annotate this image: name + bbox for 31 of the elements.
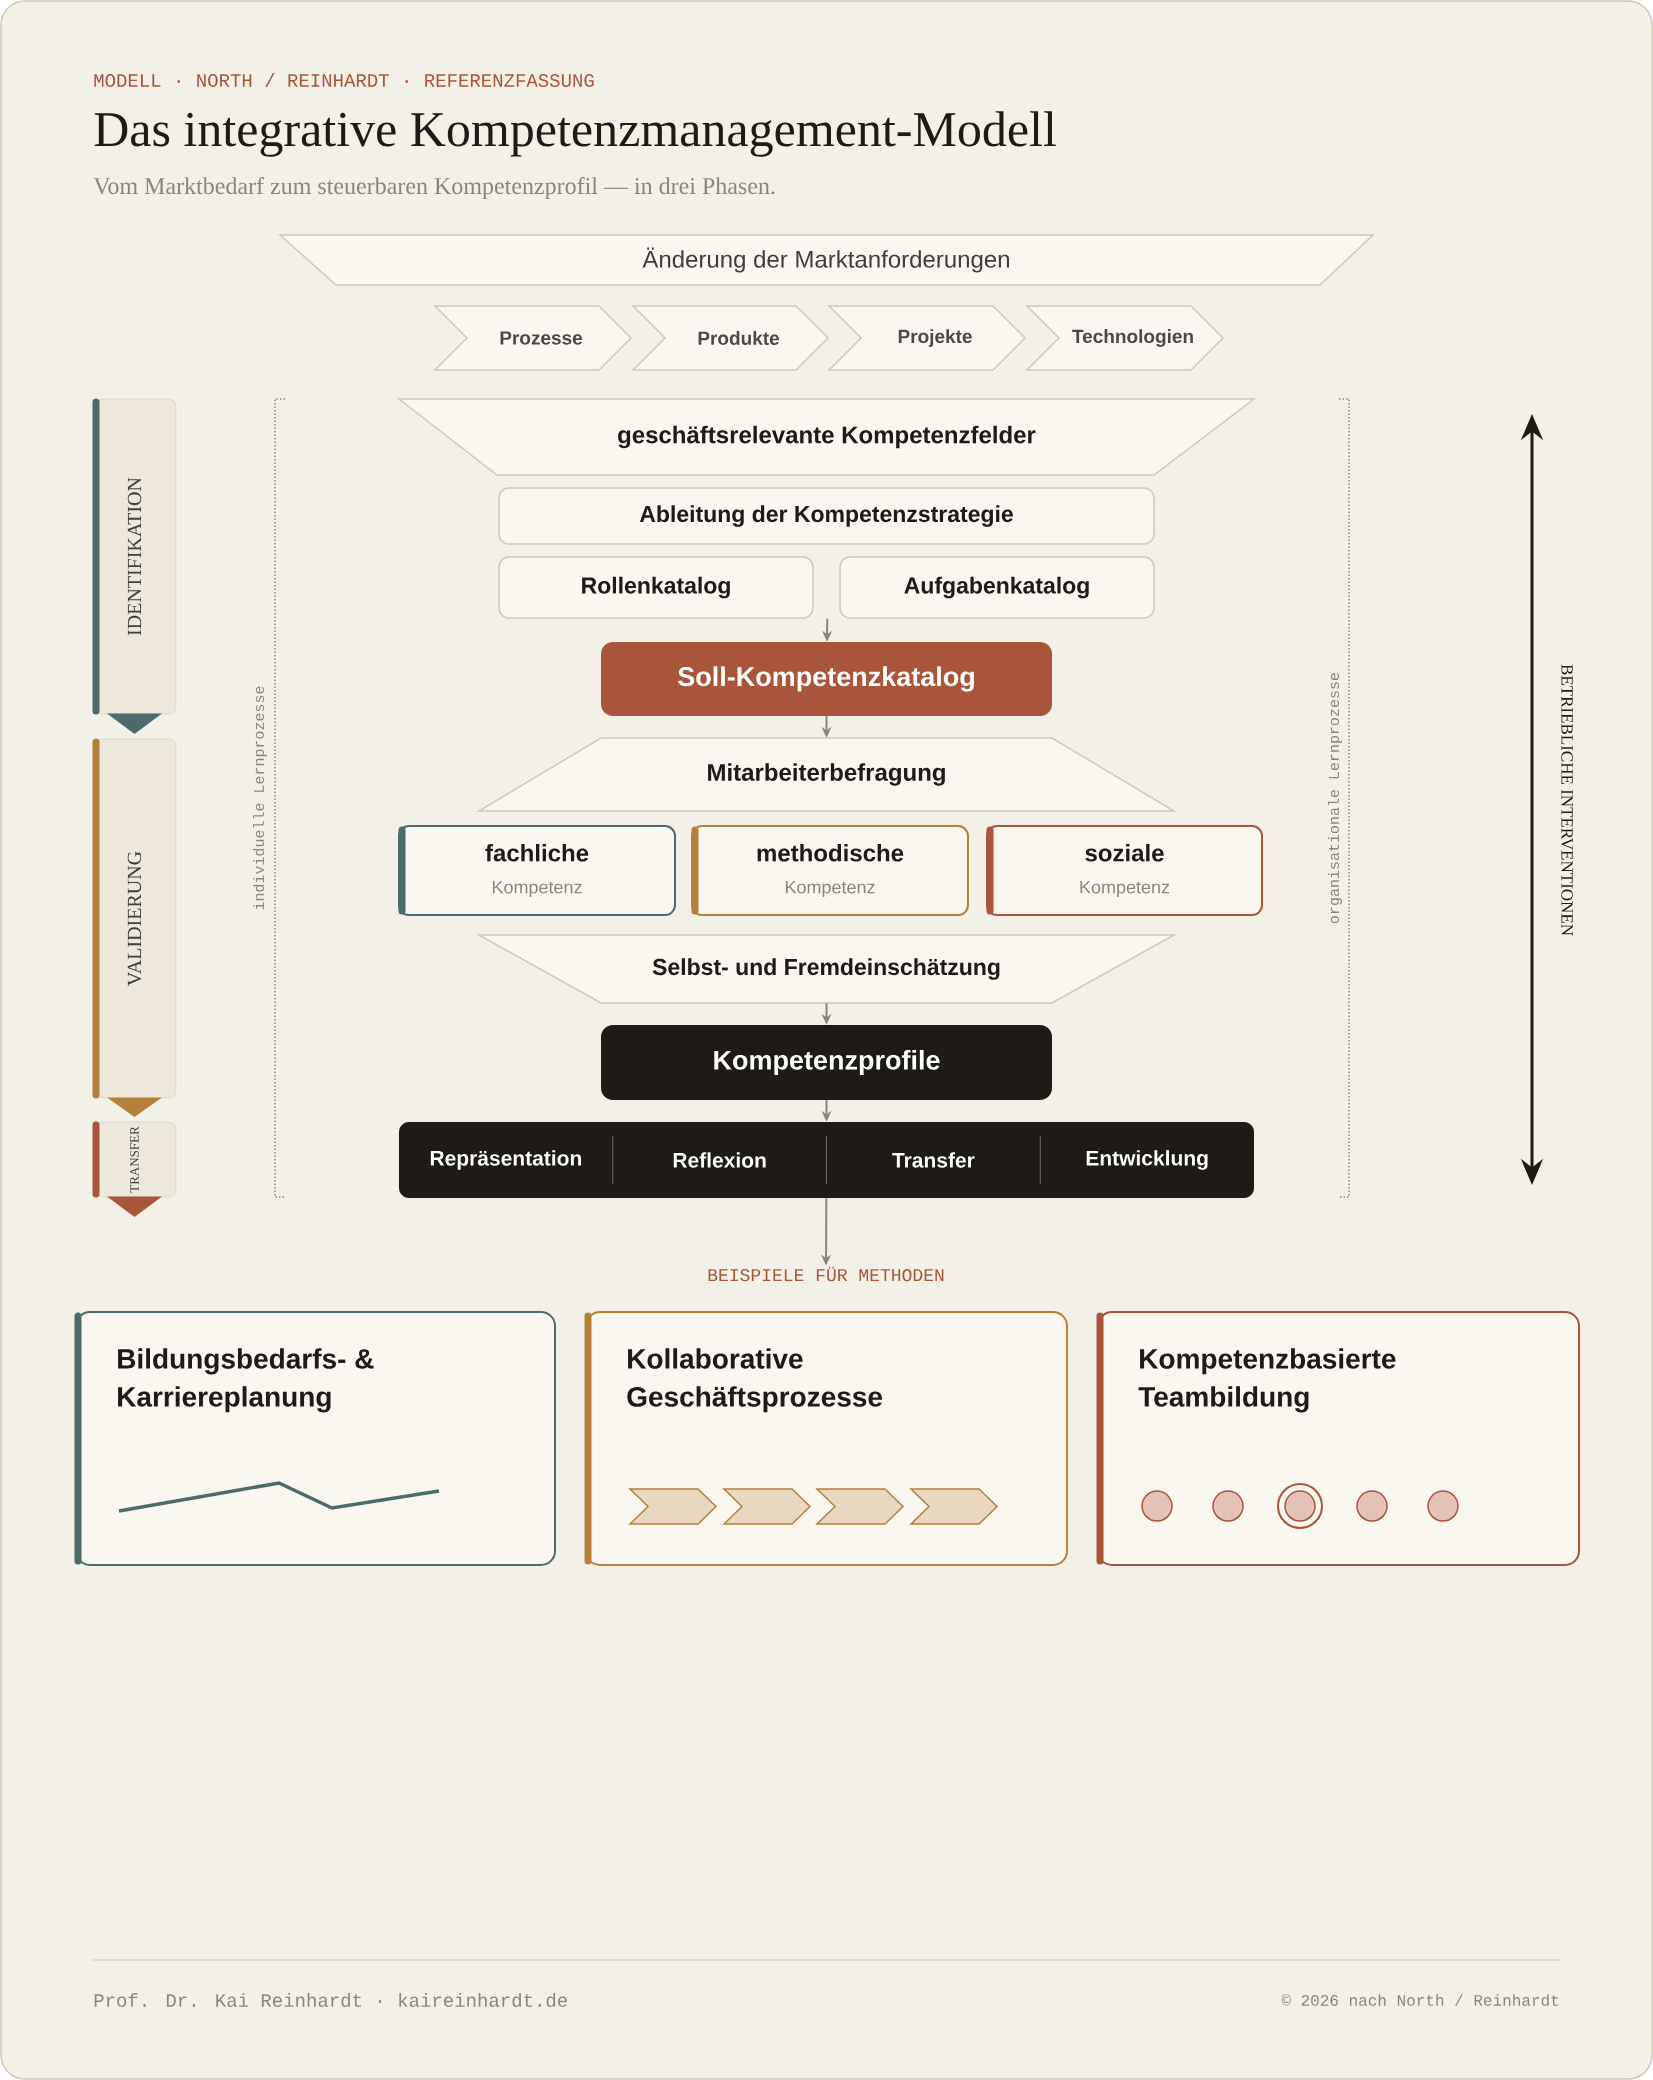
competence-box: soziale Kompetenz [986,825,1263,916]
bar-label: Repräsentation [430,1150,581,1170]
subtitle: Vom Marktbedarf zum steuerbaren Kompetenzprofil — in drei Phasen. [93,177,775,199]
bar-label: Reflexion [673,1152,766,1168]
process-box: Rollenkatalog [498,556,814,619]
phase-band: TRANSFER [92,1121,177,1217]
title: Das integrative Kompetenzmanagement-Modell [94,111,1056,157]
highlight-box: Kompetenzprofile [601,1025,1052,1100]
chevron-box: Prozesse [433,305,633,371]
bar-label: Entwicklung [1086,1150,1208,1170]
section-label: BEISPIELE FÜR METHODEN [708,1266,944,1282]
footer-text: Prof. Dr. Kai Reinhardt · kaireinhardt.de [94,1993,567,2007]
process-box: Ableitung der Kompetenzstrategie [498,487,1155,545]
method-card: Kollaborative Geschäftsprozesse [584,1311,1068,1566]
copyright-text: © 2026 nach North / Reinhardt [1281,1994,1559,2006]
axis-label: BETRIEBLICHE INTERVENTIONEN [1561,664,1573,936]
competence-box: fachliche Kompetenz [398,825,676,916]
process-box: Aufgabenkatalog [839,556,1155,619]
phase-band: VALIDIERUNG [92,738,177,1117]
method-card: Kompetenzbasierte Teambildung [1096,1311,1580,1566]
competence-box: methodische Kompetenz [691,825,969,916]
bracket-label: organisationale Lernprozesse [1328,673,1342,924]
method-card: Bildungsbedarfs- & Karriereplanung [74,1311,556,1566]
chevron-box: Projekte [827,305,1027,371]
chevron-box: Produkte [631,305,830,371]
phase-band: IDENTIFIKATION [92,398,177,734]
kicker: MODELL · NORTH / REINHARDT · REFERENZFASSUNG [94,73,594,87]
bar-label: Transfer [892,1152,975,1168]
highlight-box: Soll-Kompetenzkatalog [601,642,1052,716]
bracket-label: individuelle Lernprozesse [253,686,267,910]
chevron-box: Technologien [1025,305,1225,371]
